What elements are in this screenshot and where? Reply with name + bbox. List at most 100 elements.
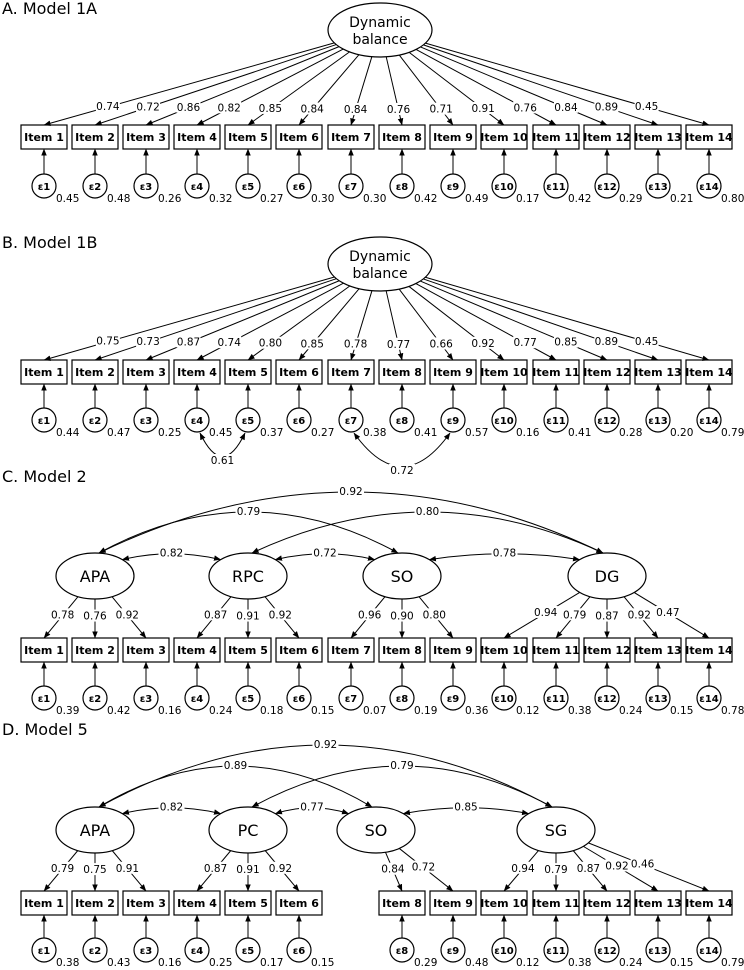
loading-label-bg xyxy=(386,102,411,115)
factor-correlation: 0.85 xyxy=(402,800,530,816)
error-circle xyxy=(31,407,57,433)
panel-title-a: A. Model 1A xyxy=(2,0,97,18)
loading-path: 0.66 xyxy=(398,288,454,361)
loading-path: 0.92 xyxy=(623,596,659,639)
item-label: Item 14 xyxy=(685,644,733,657)
loading-label-bg xyxy=(553,335,578,348)
loading-value: 0.85 xyxy=(554,337,577,349)
error-label: ε4 xyxy=(191,416,204,427)
item-8: Item 8 xyxy=(378,124,426,150)
error-circle xyxy=(235,685,261,711)
error-term-5: ε50.27 xyxy=(235,148,283,205)
latent-apa: APA xyxy=(55,806,135,854)
loading-path: 0.75 xyxy=(83,853,107,892)
error-circle xyxy=(491,407,517,433)
item-label: Item 13 xyxy=(634,897,681,910)
error-label: ε3 xyxy=(140,946,153,957)
item-label: Item 12 xyxy=(583,897,630,910)
error-circle xyxy=(184,685,210,711)
item-11: Item 12 xyxy=(583,890,631,916)
loading-label-bg xyxy=(258,101,283,114)
loading-label-bg xyxy=(380,862,405,875)
error-circle xyxy=(82,685,108,711)
latent-label-line-2: balance xyxy=(352,266,407,282)
covariance-label-bg xyxy=(389,464,415,476)
item-label: Item 4 xyxy=(177,897,217,910)
factor-correlation: 0.89 xyxy=(98,759,373,808)
error-circle xyxy=(594,937,620,963)
correlation-label-bg xyxy=(414,505,441,517)
item-box xyxy=(378,637,426,663)
loading-value: 0.80 xyxy=(259,338,282,350)
item-box xyxy=(634,637,682,663)
loading-value: 0.75 xyxy=(96,336,119,348)
error-circle xyxy=(491,685,517,711)
error-variance-value: 0.48 xyxy=(107,193,130,205)
item-3: Item 3 xyxy=(122,637,170,663)
loading-label-bg xyxy=(357,608,382,621)
error-circle xyxy=(645,407,671,433)
loading-path: 0.92 xyxy=(583,845,659,892)
loading-label-bg xyxy=(595,609,619,622)
item-2: Item 2 xyxy=(71,890,119,916)
loading-value: 0.87 xyxy=(177,337,200,349)
loading-path: 0.76 xyxy=(415,49,557,126)
loading-arrow xyxy=(423,278,659,361)
loading-label-bg xyxy=(655,605,680,618)
error-circle xyxy=(389,173,415,199)
error-variance-value: 0.07 xyxy=(363,705,386,717)
error-circle xyxy=(184,173,210,199)
latent-sg: SG xyxy=(516,806,596,854)
panel-title-c: C. Model 2 xyxy=(2,467,87,486)
loading-label-bg xyxy=(630,857,655,870)
error-label: ε14 xyxy=(699,694,719,705)
loading-label-bg xyxy=(203,861,228,874)
error-label: ε5 xyxy=(242,416,255,427)
error-term-2: ε20.47 xyxy=(82,383,130,439)
error-variance-value: 0.28 xyxy=(619,427,642,439)
item-label: Item 12 xyxy=(583,366,630,379)
item-label: Item 13 xyxy=(634,644,681,657)
error-circle xyxy=(696,685,722,711)
error-circle xyxy=(594,407,620,433)
item-2: Item 2 xyxy=(71,124,119,150)
item-box xyxy=(122,124,170,150)
loading-value: 0.82 xyxy=(217,102,240,114)
factor-correlation: 0.82 xyxy=(121,800,222,815)
item-box xyxy=(634,124,682,150)
latent-dg: DG xyxy=(567,552,647,600)
error-term-9: ε90.36 xyxy=(440,661,489,717)
error-variance-value: 0.79 xyxy=(721,427,744,439)
latent-label-line-2: balance xyxy=(352,32,407,48)
correlation-label-bg xyxy=(338,485,364,497)
loading-path: 0.79 xyxy=(555,596,591,639)
item-box xyxy=(532,890,580,916)
loading-value: 0.80 xyxy=(423,609,446,621)
loading-value: 0.79 xyxy=(544,864,567,876)
error-label: ε11 xyxy=(546,182,566,193)
error-circle xyxy=(235,937,261,963)
error-variance-value: 0.45 xyxy=(56,193,79,205)
error-term-7: ε70.07 xyxy=(338,661,386,717)
covariance-value: 0.61 xyxy=(211,455,234,467)
loading-label-bg xyxy=(343,102,368,115)
error-variance-value: 0.25 xyxy=(158,427,181,439)
loading-path: 0.87 xyxy=(196,850,232,892)
loading-arrow xyxy=(425,42,710,126)
loading-label-bg xyxy=(386,337,411,350)
item-box xyxy=(224,359,272,385)
item-label: Item 3 xyxy=(126,131,166,144)
factor-correlation: 0.92 xyxy=(98,485,604,554)
loading-value: 0.94 xyxy=(511,863,535,875)
loading-label-bg xyxy=(300,102,325,115)
item-1: Item 1 xyxy=(20,637,68,663)
loading-label-bg xyxy=(429,337,454,350)
loading-label-bg xyxy=(176,335,201,348)
loading-path: 0.87 xyxy=(145,280,340,361)
